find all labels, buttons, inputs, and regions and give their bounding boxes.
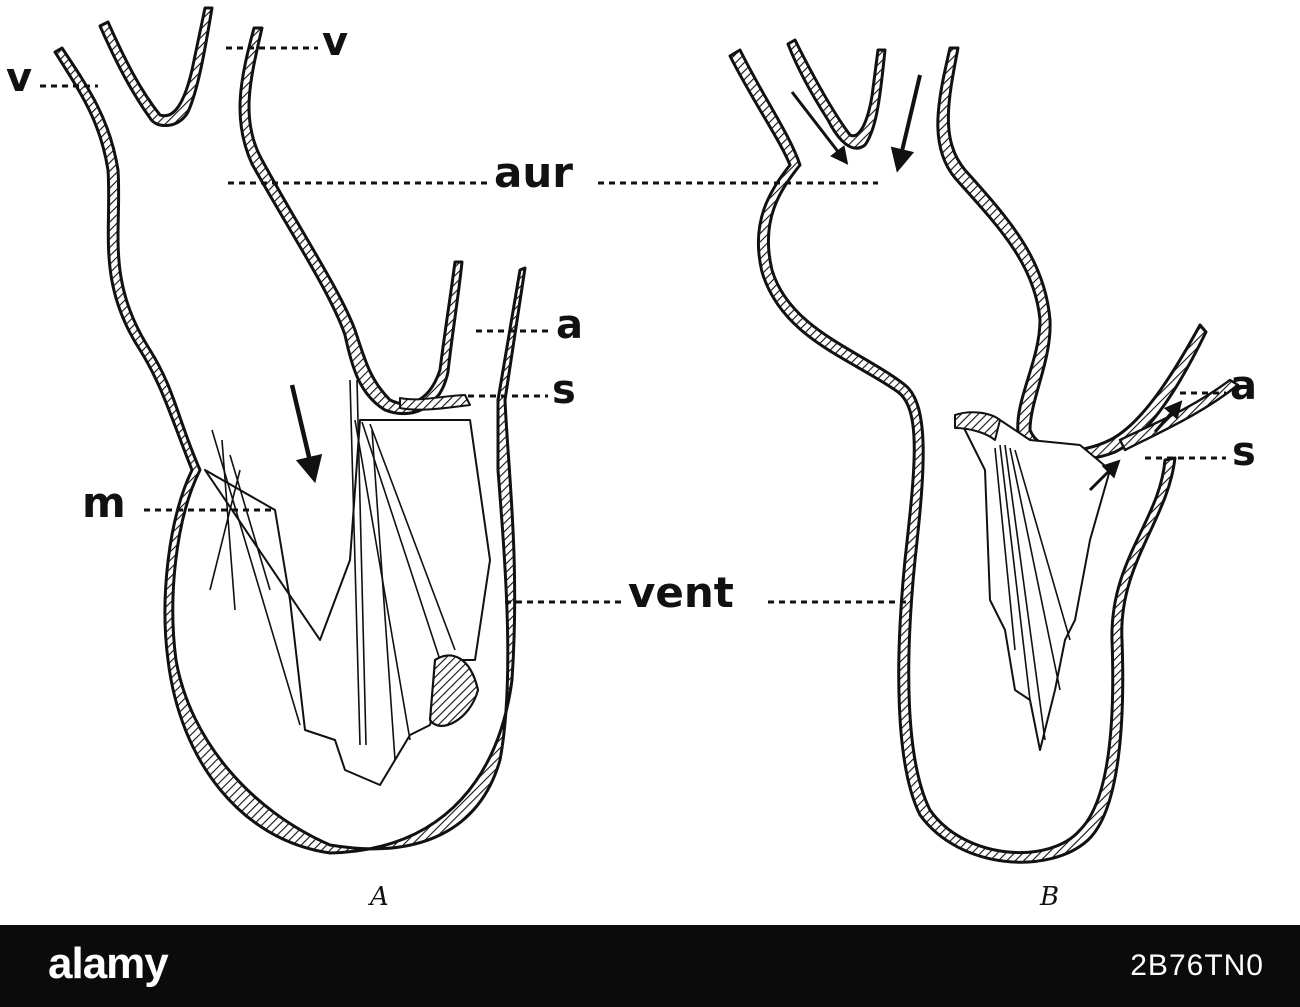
label-a-right: a <box>1230 363 1257 409</box>
label-a-left: a <box>556 302 583 348</box>
leader-lines <box>40 46 1226 604</box>
label-m: m <box>82 478 126 527</box>
label-v-top: v <box>322 19 349 65</box>
label-aur: aur <box>494 148 573 197</box>
heart-a-left-wall <box>53 46 527 855</box>
heart-b-chordae <box>994 444 1071 741</box>
heart-a-chordae <box>209 379 456 761</box>
heart-b-cavity <box>959 419 1111 751</box>
heart-b-arrow-up <box>1153 400 1183 433</box>
heart-diagram: v v aur a s m vent a s A B <box>6 6 1257 912</box>
heart-a-flow-arrow <box>289 384 323 484</box>
heart-b-arrow-left <box>790 91 849 165</box>
caption-a: A <box>370 882 389 912</box>
watermark-bar: alamy 2B76TN0 <box>0 925 1300 1007</box>
caption-b: B <box>1040 882 1060 912</box>
heart-b-top-vein <box>786 38 887 150</box>
heart-a-top-vein <box>98 6 214 127</box>
label-s-left: s <box>552 367 576 413</box>
heart-a-cavity <box>204 419 491 786</box>
heart-b <box>728 38 1240 864</box>
heart-b-arrow-low <box>1088 459 1121 492</box>
image-code: 2B76TN0 <box>1130 949 1264 982</box>
heart-illustration <box>40 6 1240 864</box>
label-s-right: s <box>1232 429 1256 475</box>
heart-a-papillary <box>428 654 480 727</box>
heart-b-valve <box>954 411 1001 441</box>
label-v-left: v <box>6 55 33 101</box>
heart-a <box>53 6 527 855</box>
alamy-logo: alamy <box>48 939 169 988</box>
label-vent: vent <box>628 568 734 617</box>
heart-a-right-vein <box>238 26 464 416</box>
heart-b-left-wall <box>728 48 1177 864</box>
heart-b-aorta <box>1118 378 1240 452</box>
heart-a-valve <box>399 394 471 411</box>
heart-b-arrow-right <box>890 74 922 173</box>
heart-b-right-vein <box>936 46 1208 462</box>
